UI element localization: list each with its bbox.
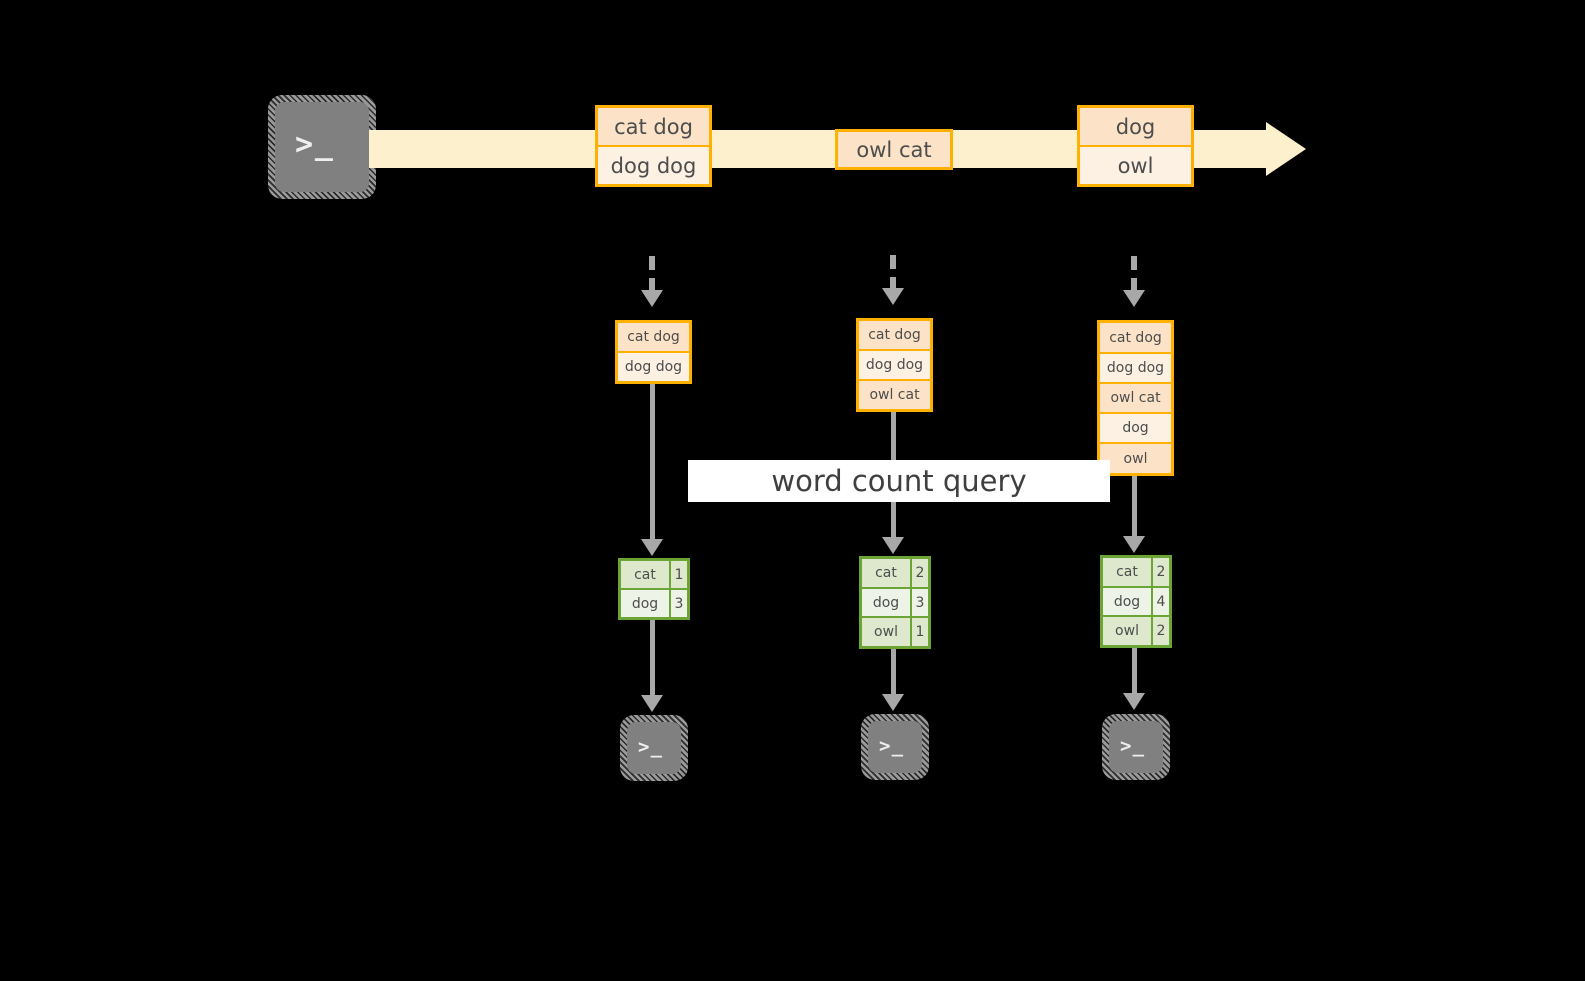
word-count-query-label: word count query bbox=[771, 464, 1027, 498]
snapshot-1-sink-arrow-head bbox=[641, 695, 663, 712]
snapshot-3-input-row-2: dog dog bbox=[1100, 352, 1171, 382]
snapshot-2-result-table: cat 2 dog 3 owl 1 bbox=[859, 556, 931, 649]
snapshot-2-input-row-2: dog dog bbox=[859, 349, 930, 379]
snapshot-3-sink-arrow-shaft bbox=[1132, 648, 1137, 696]
terminal-prompt-glyph: >_ bbox=[295, 127, 335, 162]
stream-event-3-row-2: owl bbox=[1080, 145, 1191, 184]
snapshot-1-result-row-1: cat 1 bbox=[621, 561, 687, 588]
snapshot-2-input-row-3: owl cat bbox=[859, 378, 930, 409]
terminal-face bbox=[275, 102, 369, 192]
snapshot-2-tap-arrow-head bbox=[882, 288, 904, 305]
snapshot-2-sink-arrow-shaft bbox=[891, 649, 896, 697]
snapshot-3-input-row-1: cat dog bbox=[1100, 323, 1171, 352]
snapshot-3-result-value-2: 4 bbox=[1151, 587, 1169, 616]
snapshot-2-input-table: cat dog dog dog owl cat bbox=[856, 318, 933, 412]
snapshot-1-result-row-2: dog 3 bbox=[621, 588, 687, 617]
snapshot-1-query-arrow-head bbox=[641, 539, 663, 556]
snapshot-2-result-row-3: owl 1 bbox=[862, 616, 928, 647]
terminal-prompt-glyph: >_ bbox=[638, 736, 664, 758]
snapshot-3-query-arrow-head bbox=[1123, 536, 1145, 553]
snapshot-1-input-table: cat dog dog dog bbox=[615, 320, 692, 384]
snapshot-1-result-value-1: 1 bbox=[669, 561, 687, 588]
snapshot-1-query-arrow-shaft bbox=[650, 384, 655, 541]
stream-event-1-row-2: dog dog bbox=[598, 145, 709, 184]
snapshot-3-result-value-1: 2 bbox=[1151, 558, 1169, 586]
snapshot-3-result-key-2: dog bbox=[1103, 587, 1151, 616]
snapshot-2-result-row-1: cat 2 bbox=[862, 559, 928, 587]
terminal-face bbox=[868, 721, 922, 773]
snapshot-3-input-row-4: dog bbox=[1100, 412, 1171, 442]
snapshot-1-tap-arrow-shaft bbox=[649, 256, 655, 292]
snapshot-3-result-row-1: cat 2 bbox=[1103, 558, 1169, 586]
snapshot-2-sink-arrow-head bbox=[882, 694, 904, 711]
snapshot-3-input-row-5: owl bbox=[1100, 442, 1171, 473]
snapshot-1-input-row-1: cat dog bbox=[618, 323, 689, 351]
snapshot-1-result-table: cat 1 dog 3 bbox=[618, 558, 690, 620]
snapshot-1-sink-terminal-icon: >_ bbox=[620, 715, 688, 781]
terminal-face bbox=[1109, 721, 1163, 773]
snapshot-3-query-arrow-shaft bbox=[1132, 476, 1137, 538]
snapshot-2-query-arrow-head bbox=[882, 537, 904, 554]
snapshot-2-result-key-3: owl bbox=[862, 618, 910, 647]
snapshot-3-tap-arrow-shaft bbox=[1131, 256, 1137, 292]
snapshot-2-result-value-1: 2 bbox=[910, 559, 928, 587]
snapshot-1-tap-arrow-head bbox=[641, 290, 663, 307]
snapshot-3-tap-arrow-head bbox=[1123, 290, 1145, 307]
snapshot-2-result-key-1: cat bbox=[862, 559, 910, 587]
snapshot-3-sink-terminal-icon: >_ bbox=[1102, 714, 1170, 780]
source-terminal-icon: >_ bbox=[268, 95, 376, 199]
stream-event-1-row-1: cat dog bbox=[598, 108, 709, 145]
snapshot-3-input-row-3: owl cat bbox=[1100, 382, 1171, 412]
snapshot-3-result-table: cat 2 dog 4 owl 2 bbox=[1100, 555, 1172, 648]
snapshot-3-result-row-2: dog 4 bbox=[1103, 585, 1169, 616]
terminal-face bbox=[627, 722, 681, 774]
snapshot-2-result-key-2: dog bbox=[862, 588, 910, 617]
terminal-prompt-glyph: >_ bbox=[1120, 735, 1146, 757]
stream-event-3: dog owl bbox=[1077, 105, 1194, 187]
word-count-query-banner: word count query bbox=[688, 460, 1110, 502]
snapshot-2-sink-terminal-icon: >_ bbox=[861, 714, 929, 780]
snapshot-3-result-key-1: cat bbox=[1103, 558, 1151, 586]
snapshot-2-input-row-1: cat dog bbox=[859, 321, 930, 350]
stream-event-2: owl cat bbox=[835, 129, 953, 170]
snapshot-2-result-value-3: 1 bbox=[910, 618, 928, 647]
snapshot-3-result-row-3: owl 2 bbox=[1103, 615, 1169, 646]
stream-event-2-row-1: owl cat bbox=[838, 132, 950, 167]
snapshot-3-sink-arrow-head bbox=[1123, 693, 1145, 710]
snapshot-3-input-table: cat dog dog dog owl cat dog owl bbox=[1097, 320, 1174, 476]
snapshot-1-result-key-2: dog bbox=[621, 590, 669, 617]
snapshot-1-input-row-2: dog dog bbox=[618, 351, 689, 381]
snapshot-1-sink-arrow-shaft bbox=[650, 620, 655, 697]
snapshot-3-result-key-3: owl bbox=[1103, 617, 1151, 646]
snapshot-1-result-value-2: 3 bbox=[669, 590, 687, 617]
snapshot-1-result-key-1: cat bbox=[621, 561, 669, 588]
stream-event-1: cat dog dog dog bbox=[595, 105, 712, 187]
stream-band-arrowhead bbox=[1266, 122, 1306, 176]
snapshot-3-result-value-3: 2 bbox=[1151, 617, 1169, 646]
snapshot-2-result-row-2: dog 3 bbox=[862, 586, 928, 617]
snapshot-2-tap-arrow-shaft bbox=[890, 255, 896, 290]
snapshot-2-result-value-2: 3 bbox=[910, 588, 928, 617]
stream-event-3-row-1: dog bbox=[1080, 108, 1191, 145]
terminal-prompt-glyph: >_ bbox=[879, 735, 905, 757]
